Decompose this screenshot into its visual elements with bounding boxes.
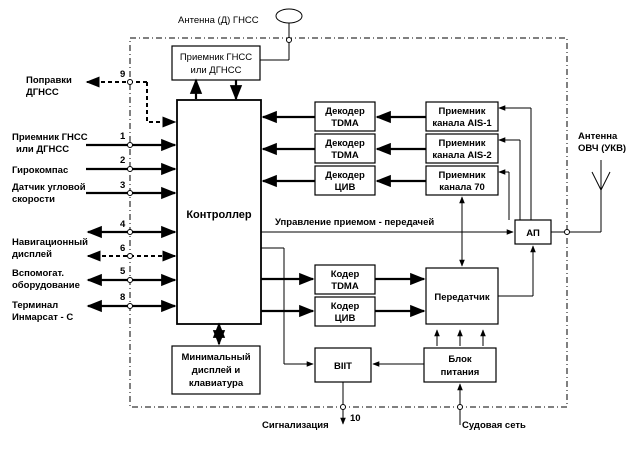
inmarsat-terminal-line2: Инмарсат - С — [12, 312, 73, 323]
coder-dsc-line1: Кодер — [331, 301, 360, 312]
gnss-receiver-block — [171, 45, 261, 81]
receiver-ais1-line1: Приемник — [439, 106, 486, 117]
ap-block — [514, 219, 552, 245]
coder-tdma-block — [314, 264, 376, 295]
gnss-antenna-label: Антенна (Д) ГНСС — [178, 15, 259, 26]
vhf-antenna-icon — [591, 160, 611, 232]
port-2: 2 — [120, 155, 125, 166]
receiver-ais2-block — [425, 133, 499, 164]
receiver-ais2-line1: Приемник — [439, 138, 486, 149]
coder-dsc-block — [314, 296, 376, 327]
coder-tdma-line1: Кодер — [331, 269, 360, 280]
controller-label: Контроллер — [186, 209, 252, 221]
rot-sensor-line1: Датчик угловой — [12, 182, 86, 193]
power-supply-line2: питания — [441, 367, 480, 378]
vhf-antenna-line2: ОВЧ (УКВ) — [578, 143, 626, 154]
control-line-label: Управление приемом - передачей — [275, 217, 434, 228]
decoder-tdma-1-block — [314, 101, 376, 132]
coder-tdma-line2: TDMA — [331, 281, 359, 292]
aux-equipment-line1: Вспомогат. — [12, 268, 64, 279]
min-display-line1: Минимальный — [181, 352, 250, 363]
biit-block — [314, 347, 372, 383]
port-8: 8 — [120, 292, 125, 303]
port-3: 3 — [120, 180, 125, 191]
port-1: 1 — [120, 131, 126, 142]
nav-display-line1: Навигационный — [12, 237, 88, 248]
gyro-label: Гирокомпас — [12, 165, 68, 176]
transmitter-label: Передатчик — [434, 292, 490, 303]
alarm-label: Сигнализация — [262, 420, 329, 431]
receiver-ch70-line2: канала 70 — [439, 182, 485, 193]
receiver-ais1-line2: канала AIS-1 — [432, 118, 492, 129]
min-display-line2: дисплей и — [192, 365, 241, 376]
decoder-tdma-1-line2: TDMA — [331, 118, 359, 129]
inmarsat-terminal-line1: Терминал — [12, 300, 58, 311]
power-supply-line1: Блок — [448, 354, 472, 365]
coder-dsc-line2: ЦИВ — [335, 313, 356, 324]
port-6: 6 — [120, 243, 125, 254]
gnss-input-line2: или ДГНСС — [16, 144, 69, 155]
power-supply-block — [423, 347, 497, 383]
vhf-antenna-line1: Антенна — [578, 131, 618, 142]
decoder-dsc-line1: Декодер — [325, 170, 365, 181]
gnss-antenna-icon — [275, 8, 303, 24]
gnss-input-line1: Приемник ГНСС — [12, 132, 88, 143]
ap-label: АП — [526, 228, 540, 239]
ship-mains-label: Судовая сеть — [462, 420, 526, 431]
receiver-ais2-line2: канала AIS-2 — [432, 150, 491, 161]
decoder-tdma-1-line1: Декодер — [325, 106, 365, 117]
decoder-dsc-line2: ЦИВ — [335, 182, 356, 193]
min-display-line3: клавиатура — [189, 378, 244, 389]
gnss-receiver-line1: Приемник ГНСС — [180, 52, 252, 63]
biit-label: BIIT — [334, 361, 352, 372]
nav-display-line2: дисплей — [12, 249, 52, 260]
transmitter-block — [425, 267, 499, 325]
rot-sensor-line2: скорости — [12, 194, 55, 205]
port-9: 9 — [120, 69, 125, 80]
receiver-ch70-line1: Приемник — [439, 170, 486, 181]
decoder-tdma-2-line1: Декодер — [325, 138, 365, 149]
port-5: 5 — [120, 266, 126, 277]
receiver-ch70-block — [425, 165, 499, 196]
aux-equipment-line2: оборудование — [12, 280, 80, 291]
corrections-line1: Поправки — [26, 75, 72, 86]
gnss-receiver-line2: или ДГНСС — [191, 65, 242, 76]
corrections-line2: ДГНСС — [26, 87, 59, 98]
min-display-block — [171, 345, 261, 395]
decoder-tdma-2-line2: TDMA — [331, 150, 359, 161]
port-4: 4 — [120, 219, 126, 230]
port-10: 10 — [350, 413, 361, 424]
